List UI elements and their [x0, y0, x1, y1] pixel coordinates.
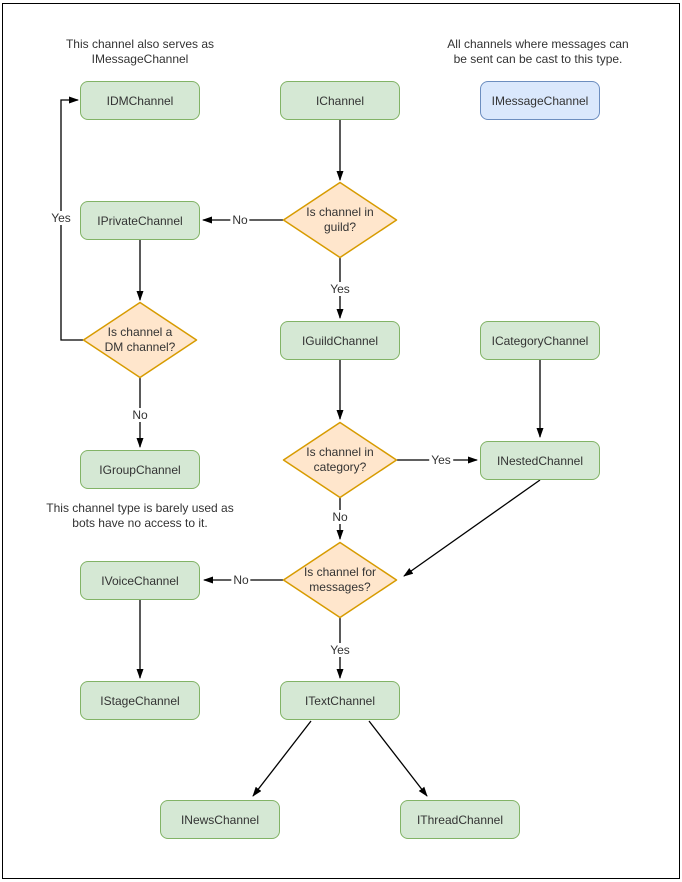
- note-istagechannel: This channel type is barely used as bots…: [46, 501, 234, 530]
- decision-is-channel-a-dm-channel: Is channel a DM channel?: [82, 301, 198, 379]
- decision-is-channel-in-category: Is channel in category?: [282, 421, 398, 499]
- edge-label-messages-no: No: [231, 573, 251, 587]
- node-ithreadchannel: IThreadChannel: [400, 800, 520, 839]
- edge-itextchannel-to-ithreadchannel: [368, 720, 428, 797]
- diamond-shape: [282, 541, 398, 619]
- decision-label: Is channel for messages?: [303, 565, 377, 594]
- edge-label-category-no: No: [330, 510, 350, 524]
- node-icategorychannel: ICategoryChannel: [480, 321, 600, 360]
- diamond-shape: [82, 301, 198, 379]
- note-imessagechannel: All channels where messages can be sent …: [447, 37, 629, 66]
- node-inewschannel: INewsChannel: [160, 800, 280, 839]
- node-iguildchannel: IGuildChannel: [280, 321, 400, 360]
- node-igroupchannel: IGroupChannel: [80, 450, 200, 489]
- decision-is-channel-for-messages: Is channel for messages?: [282, 541, 398, 619]
- edge-label-guild-no: No: [230, 213, 250, 227]
- node-iprivatechannel: IPrivateChannel: [80, 201, 200, 240]
- diamond-shape: [282, 181, 398, 259]
- node-ichannel: IChannel: [280, 81, 400, 120]
- decision-label: Is channel in guild?: [306, 205, 374, 234]
- edge-label-dm-no: No: [130, 408, 150, 422]
- edge-inestedchannel-to-formessages: [403, 479, 541, 577]
- node-inestedchannel: INestedChannel: [480, 441, 600, 480]
- edge-label-dm-yes: Yes: [49, 211, 73, 225]
- decision-is-channel-in-guild: Is channel in guild?: [282, 181, 398, 259]
- node-itextchannel: ITextChannel: [280, 681, 400, 720]
- node-imessagechannel: IMessageChannel: [480, 81, 600, 120]
- decision-label: Is channel in category?: [306, 445, 374, 474]
- note-idmchannel: This channel also serves as IMessageChan…: [65, 37, 215, 66]
- node-ivoicechannel: IVoiceChannel: [80, 561, 200, 600]
- edge-label-messages-yes: Yes: [328, 643, 352, 657]
- edge-itextchannel-to-inewschannel: [252, 720, 312, 797]
- edge-label-category-yes: Yes: [429, 453, 453, 467]
- decision-label: Is channel a DM channel?: [104, 325, 176, 354]
- edge-label-guild-yes: Yes: [328, 282, 352, 296]
- node-istagechannel: IStageChannel: [80, 681, 200, 720]
- diamond-shape: [282, 421, 398, 499]
- node-idmchannel: IDMChannel: [80, 81, 200, 120]
